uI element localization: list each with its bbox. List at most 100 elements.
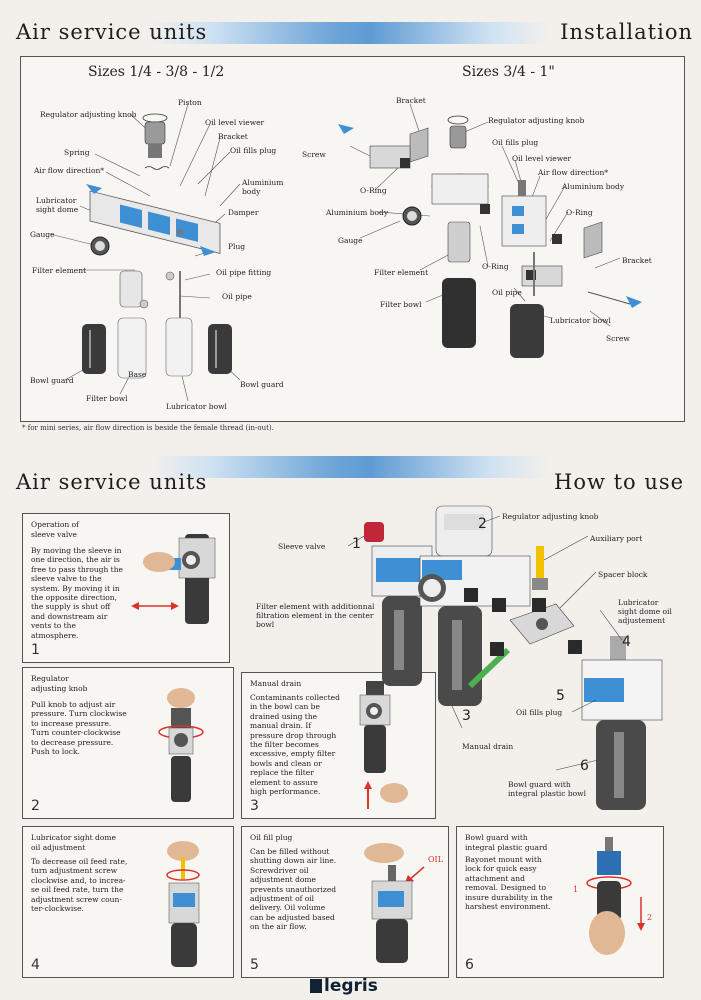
panel-4-number: 4 — [31, 957, 40, 973]
label-sleeve-valve: Sleeve valve — [278, 542, 326, 551]
panel-4-text: To decrease oil feed rate, turn adjustme… — [31, 857, 128, 914]
panel-6-text: Bayonet mount with lock for quick easy a… — [465, 855, 553, 912]
label-regulator-knob-large: Regulator adjusting knob — [488, 116, 585, 125]
label-bowl-guard-right: Bowl guard — [240, 380, 284, 389]
panel-bowl-guard: Bowl guard with integral plastic guard B… — [456, 826, 664, 978]
label-oring-right: O-Ring — [566, 208, 593, 217]
label-gauge: Gauge — [30, 230, 55, 239]
label-filter-element-howto: Filter element with additionnal filtrati… — [256, 602, 375, 629]
step-2-label: 2 — [647, 913, 653, 922]
bowl-guard-illustration — [586, 837, 645, 955]
label-oil-fills-plug-large: Oil fills plug — [492, 138, 539, 147]
header-gradient-band — [150, 22, 550, 44]
exploded-diagram-small — [49, 103, 241, 402]
oil-label: OIL — [428, 855, 444, 864]
label-spring: Spring — [64, 148, 90, 157]
panel-3-number: 3 — [250, 798, 259, 814]
label-oil-fills-plug: Oil fills plug — [230, 146, 277, 155]
label-aluminium-body-right: Aluminium body — [562, 182, 625, 191]
panel-6-number: 6 — [465, 957, 474, 973]
manual-drain-illustration — [359, 681, 408, 809]
label-filter-bowl: Filter bowl — [86, 394, 128, 403]
legris-logo-icon — [310, 979, 322, 993]
panel-6-title: Bowl guard with integral plastic guard — [465, 833, 548, 852]
panel-2-title: Regulator adjusting knob — [31, 674, 88, 693]
label-oil-pipe-fitting: Oil pipe fitting — [216, 268, 272, 277]
label-bracket-right: Bracket — [622, 256, 652, 265]
label-oil-pipe: Oil pipe — [222, 292, 252, 301]
panel-5-text: Can be filled without shutting down air … — [250, 847, 337, 932]
label-air-flow-direction: Air flow direction* — [34, 166, 105, 175]
callout-4: 4 — [622, 634, 631, 650]
regulator-illustration — [158, 688, 204, 802]
panel-1-title: Operation of sleeve valve — [31, 520, 79, 539]
callout-3: 3 — [462, 708, 471, 724]
lubricator-illustration — [166, 841, 200, 967]
panel-2-number: 2 — [31, 798, 40, 814]
sizes-large-heading: Sizes 3/4 - 1" — [462, 64, 555, 80]
callout-5: 5 — [556, 688, 565, 704]
label-air-flow-direction-large: Air flow direction* — [538, 168, 609, 177]
label-filter-element-large: Filter element — [374, 268, 429, 277]
label-screw-left: Screw — [302, 150, 326, 159]
label-oring-left: O-Ring — [360, 186, 387, 195]
label-lubricator-bowl-large: Lubricator bowl — [550, 316, 611, 325]
label-lubricator-sight-dome: Lubricator sight dome — [36, 196, 79, 214]
sizes-small-heading: Sizes 1/4 - 3/8 - 1/2 — [88, 64, 225, 80]
panel-5-number: 5 — [250, 957, 259, 973]
label-filter-element: Filter element — [32, 266, 87, 275]
step-1-label: 1 — [573, 885, 579, 894]
legris-logo: legris — [310, 976, 378, 996]
label-aluminium-body-left: Aluminium body — [326, 208, 389, 217]
label-bowl-guard-howto: Bowl guard with integral plastic bowl — [508, 780, 586, 798]
panel-regulator-knob: Regulator adjusting knob Pull knob to ad… — [22, 667, 234, 819]
callout-2: 2 — [478, 516, 487, 532]
installation-footnote: * for mini series, air flow direction is… — [22, 424, 274, 432]
label-lubricator-dome-howto: Lubricator sight dome oil adjustement — [618, 598, 672, 625]
panel-lubricator-dome: Lubricator sight dome oil adjustment To … — [22, 826, 234, 978]
label-filter-bowl-large: Filter bowl — [380, 300, 422, 309]
panel-manual-drain: Manual drain Contaminants collected in t… — [241, 672, 436, 819]
label-bracket-top: Bracket — [396, 96, 426, 105]
label-bracket: Bracket — [218, 132, 248, 141]
sleeve-valve-illustration — [131, 534, 216, 624]
label-manual-drain: Manual drain — [462, 742, 514, 751]
how-to-use-diagram — [347, 505, 663, 810]
label-oring-mid: O-Ring — [482, 262, 509, 271]
label-plug: Plug — [228, 242, 246, 251]
label-oil-level-viewer: Oil level viewer — [205, 118, 265, 127]
panel-4-title: Lubricator sight dome oil adjustment — [31, 833, 116, 852]
panel-oil-fill-plug: Oil fill plug Can be filled without shut… — [241, 826, 449, 978]
panel-1-number: 1 — [31, 642, 40, 658]
label-gauge-large: Gauge — [338, 236, 363, 245]
panel-2-text: Pull knob to adjust air pressure. Turn c… — [31, 700, 127, 757]
label-lubricator-bowl: Lubricator bowl — [166, 402, 227, 411]
label-oil-pipe-large: Oil pipe — [492, 288, 522, 297]
section-title-air-service-units: Air service units — [16, 20, 208, 44]
label-base: Base — [128, 370, 147, 379]
section-title-air-service-units-bottom: Air service units — [16, 470, 208, 494]
label-auxiliary-port: Auxiliary port — [590, 534, 643, 543]
label-regulator-knob: Regulator adjusting knob — [40, 110, 137, 119]
panel-5-title: Oil fill plug — [250, 833, 293, 842]
legris-logo-text: legris — [324, 976, 378, 996]
panel-3-text: Contaminants collected in the bowl can b… — [250, 693, 340, 797]
callout-6: 6 — [580, 758, 589, 774]
callout-1: 1 — [352, 536, 361, 552]
label-regulator-knob-howto: Regulator adjusting knob — [502, 512, 599, 521]
label-bowl-guard-left: Bowl guard — [30, 376, 74, 385]
panel-sleeve-valve: Operation of sleeve valve By moving the … — [22, 513, 230, 663]
label-piston: Piston — [178, 98, 202, 107]
label-oil-level-viewer-large: Oil level viewer — [512, 154, 572, 163]
section-title-how-to-use: How to use — [554, 470, 685, 494]
exploded-diagram-large — [338, 103, 642, 358]
label-spacer-block: Spacer block — [598, 570, 648, 579]
label-oil-fills-plug-howto: Oil fills plug — [516, 708, 563, 717]
how-to-use-gradient-band — [150, 456, 550, 478]
panel-3-title: Manual drain — [250, 679, 302, 688]
oil-fill-illustration — [364, 843, 425, 963]
label-aluminium-body: Aluminium body — [242, 178, 284, 196]
panel-1-text: By moving the sleeve in one direction, t… — [31, 546, 123, 640]
section-title-installation: Installation — [560, 20, 693, 44]
label-screw-right: Screw — [606, 334, 630, 343]
